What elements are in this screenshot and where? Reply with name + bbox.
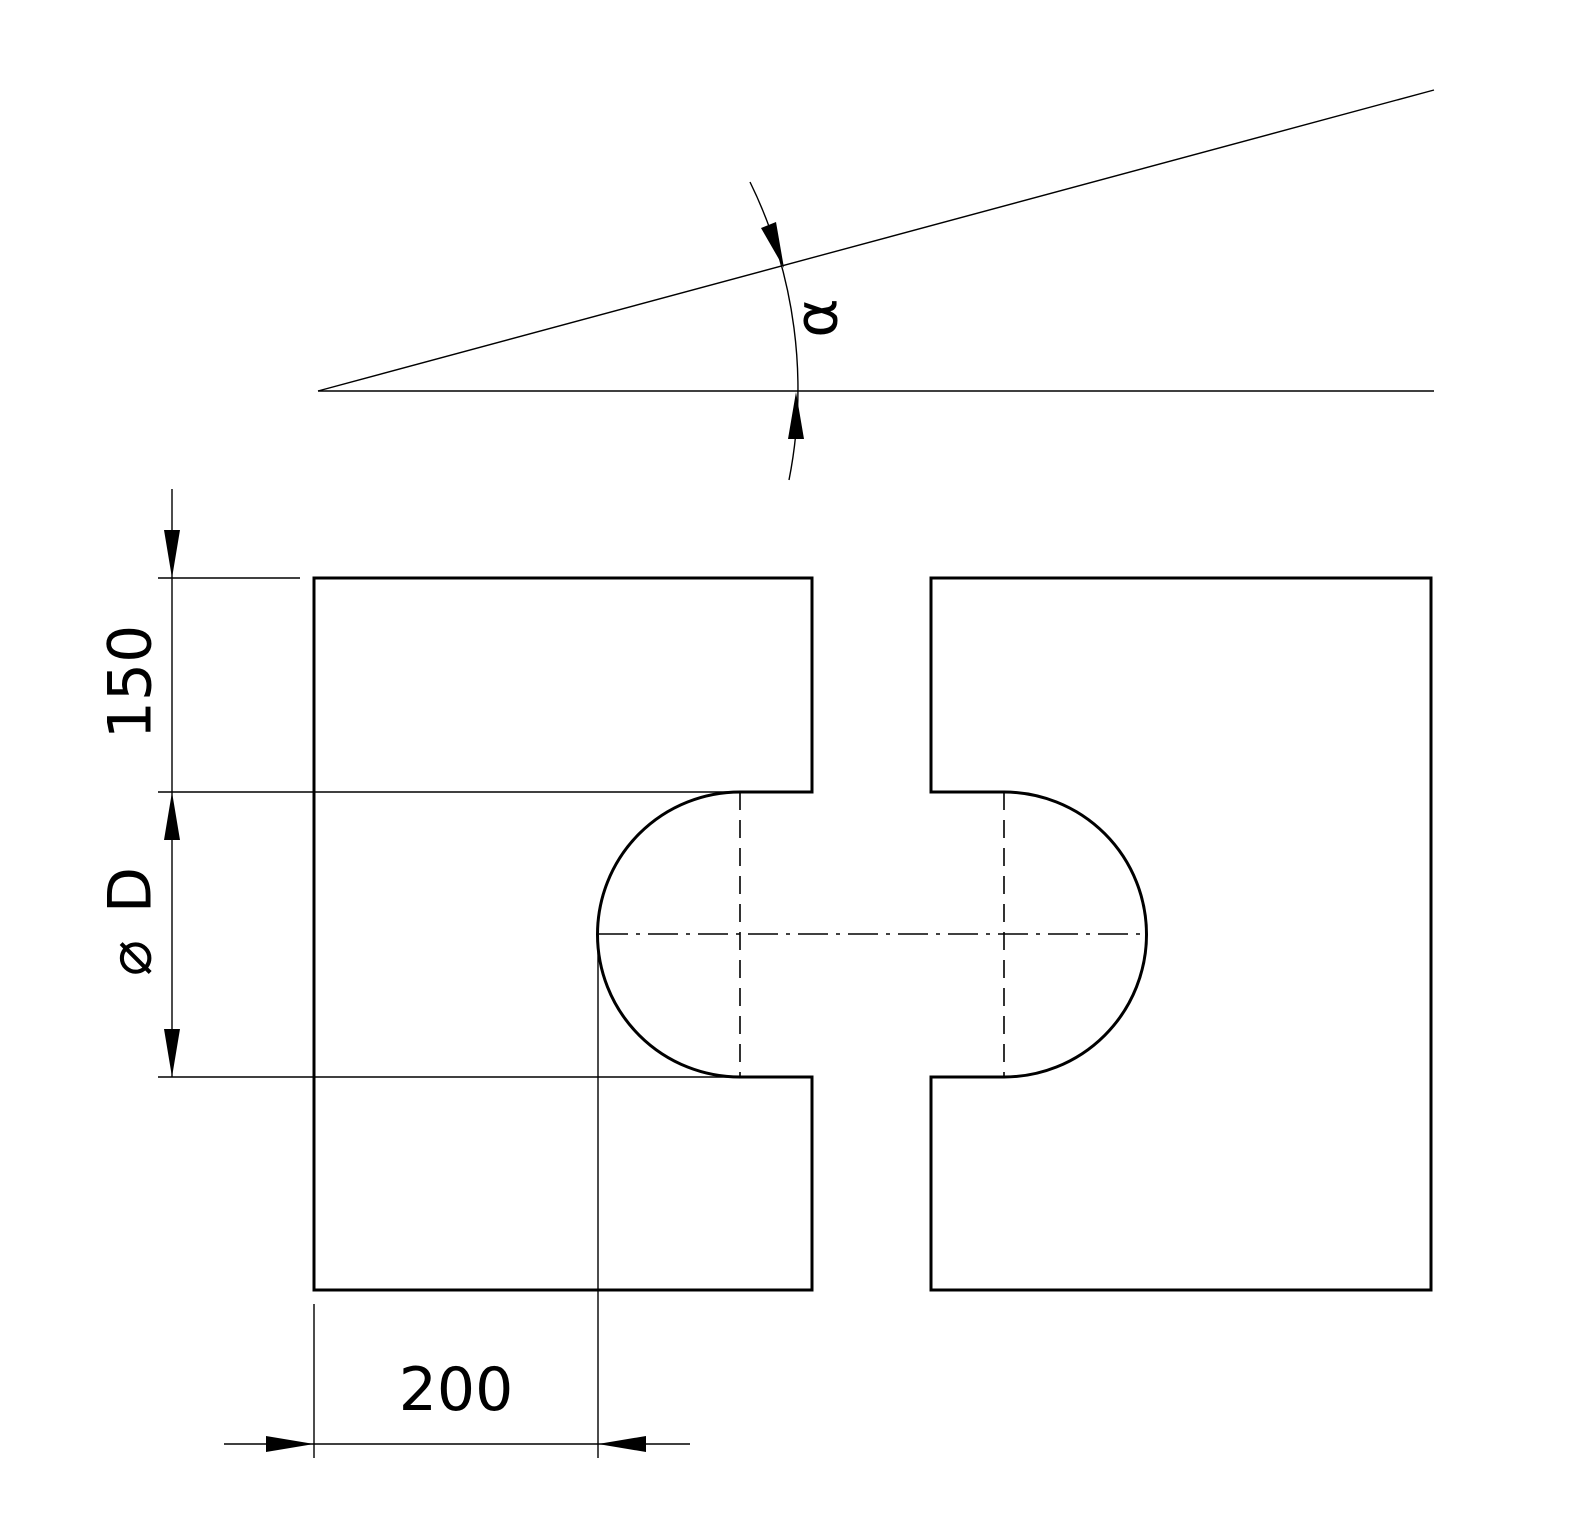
dim-150-arrow-top: [164, 530, 180, 578]
dim-d-arrow-top: [164, 792, 180, 840]
dim-150-label: 150: [96, 625, 166, 740]
angle-label: α: [782, 298, 852, 338]
diameter-symbol: ⌀: [96, 940, 166, 976]
angle-inclined-line: [317, 89, 1435, 392]
vertical-dimensions: 150 ⌀ D: [96, 489, 738, 1078]
dim-diameter-label: ⌀ D: [96, 867, 166, 976]
dim-200-label: 200: [399, 1355, 514, 1425]
angle-construction: α: [317, 89, 1435, 481]
angle-arrow-bottom: [788, 392, 804, 439]
dim-200-arrow-right: [598, 1436, 646, 1452]
diameter-label: D: [96, 867, 166, 913]
right-part-outline: [929, 576, 1433, 1292]
horizontal-dimension: 200: [224, 934, 690, 1458]
dim-200-arrow-left: [266, 1436, 314, 1452]
angle-dimension-arc: [749, 181, 799, 481]
dim-d-arrow-bottom: [164, 1029, 180, 1077]
angle-arrow-top: [761, 222, 784, 268]
